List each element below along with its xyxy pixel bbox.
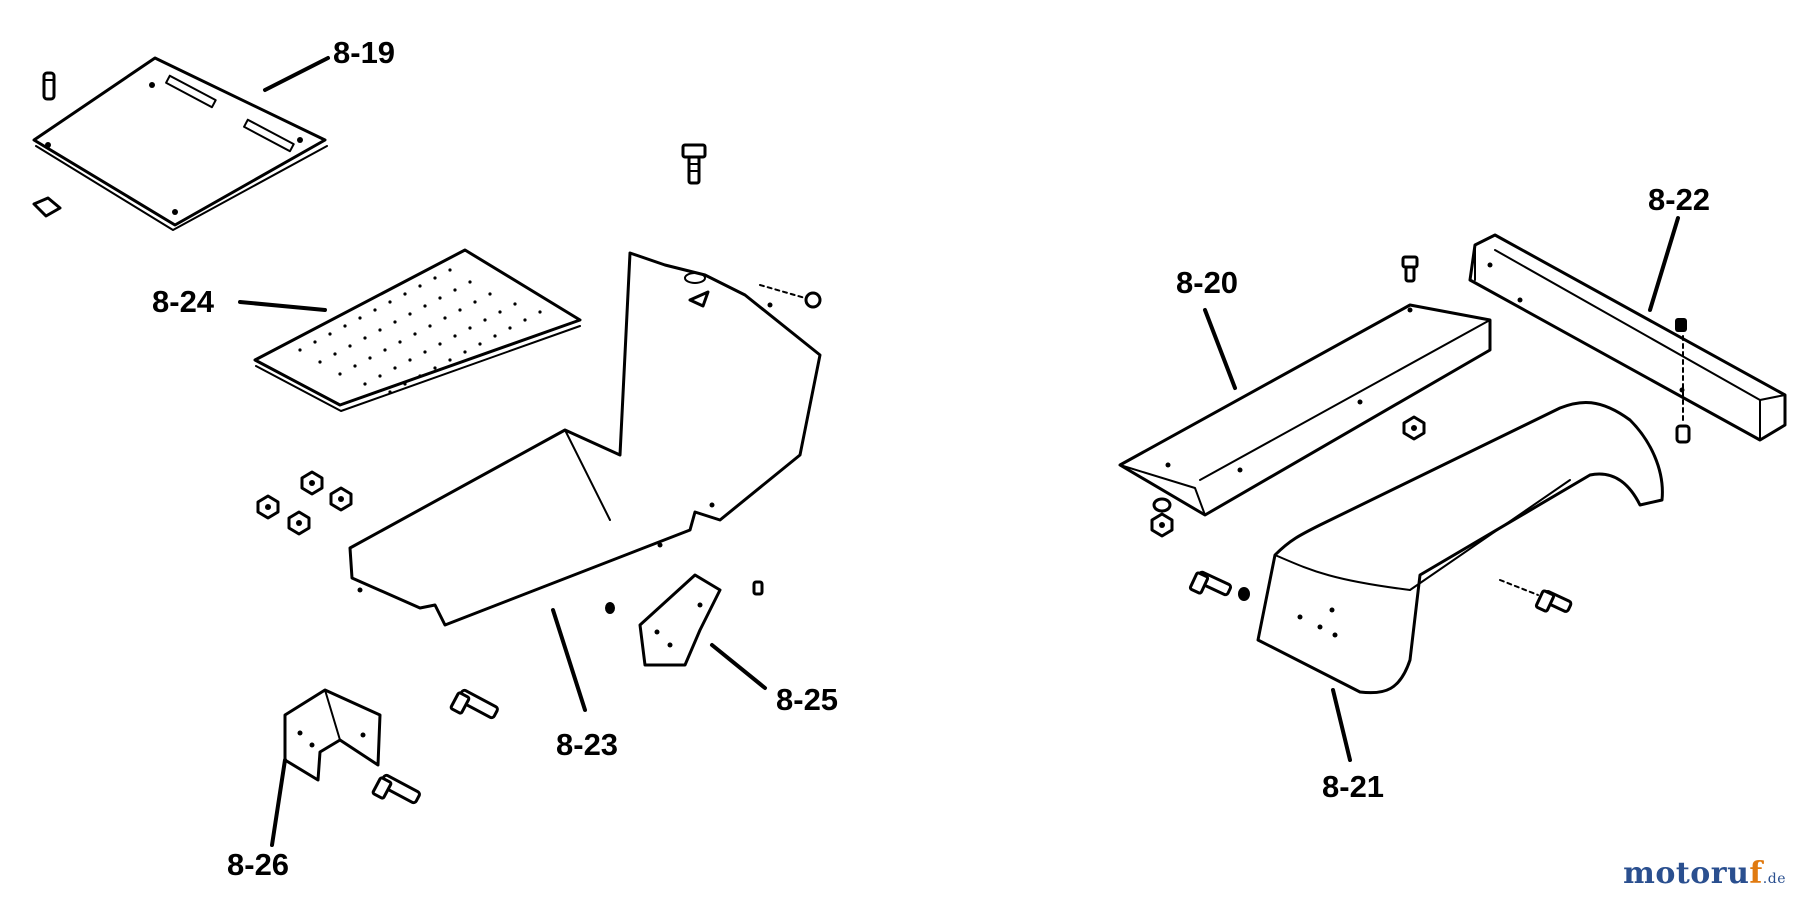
washer-icon bbox=[1238, 587, 1250, 601]
nut-icon bbox=[329, 486, 353, 512]
leader-8-21 bbox=[1331, 688, 1352, 762]
label-8-19: 8-19 bbox=[333, 35, 395, 70]
part-8-23-floor-panel bbox=[348, 251, 822, 627]
leader-8-22 bbox=[1648, 216, 1680, 312]
label-8-20: 8-20 bbox=[1176, 265, 1238, 300]
leader-8-23 bbox=[551, 608, 587, 712]
leader-8-24 bbox=[238, 300, 327, 312]
nut-icon bbox=[300, 470, 324, 496]
bolt-icon bbox=[681, 143, 707, 185]
watermark-accent-letter: f bbox=[1749, 856, 1763, 891]
label-8-25: 8-25 bbox=[776, 682, 838, 717]
part-8-22-channel-rail bbox=[1468, 233, 1787, 442]
bolt-icon bbox=[449, 688, 499, 720]
label-8-24: 8-24 bbox=[152, 284, 215, 319]
washer-icon bbox=[605, 602, 615, 614]
bolt-icon bbox=[371, 773, 421, 805]
leader-8-20 bbox=[1203, 308, 1237, 390]
label-8-23: 8-23 bbox=[556, 727, 618, 762]
nut-icon bbox=[256, 494, 280, 520]
label-8-21: 8-21 bbox=[1322, 769, 1384, 804]
bolt-icon bbox=[752, 580, 764, 596]
nut-icon bbox=[1402, 415, 1426, 441]
part-8-24-tread bbox=[253, 248, 582, 412]
leader-8-19 bbox=[263, 56, 330, 92]
watermark-suffix: .de bbox=[1762, 871, 1786, 887]
part-8-21-fender bbox=[1256, 400, 1664, 695]
part-8-25-bracket bbox=[638, 573, 722, 667]
nut-icon bbox=[287, 510, 311, 536]
part-8-20-angle-rail bbox=[1118, 303, 1492, 517]
nut-icon bbox=[1675, 318, 1687, 421]
bolt-icon bbox=[1499, 579, 1573, 613]
washer-icon bbox=[1152, 497, 1172, 513]
part-8-19-plate bbox=[32, 56, 328, 231]
bolt-icon bbox=[1188, 570, 1233, 597]
bolt-icon bbox=[1675, 424, 1691, 444]
watermark-logo: motoruf.de bbox=[1623, 856, 1786, 891]
bolt-icon bbox=[42, 71, 56, 101]
bolt-icon bbox=[1401, 255, 1419, 283]
clip-nut-icon bbox=[32, 196, 62, 218]
label-8-26: 8-26 bbox=[227, 847, 289, 882]
nut-icon bbox=[1150, 512, 1174, 538]
leader-8-25 bbox=[710, 643, 767, 690]
label-8-22: 8-22 bbox=[1648, 182, 1710, 217]
leader-8-26 bbox=[270, 758, 287, 847]
part-8-26-angle-bracket bbox=[283, 688, 382, 782]
nut-icon bbox=[759, 284, 822, 309]
watermark-text: motoruf bbox=[1623, 856, 1763, 891]
